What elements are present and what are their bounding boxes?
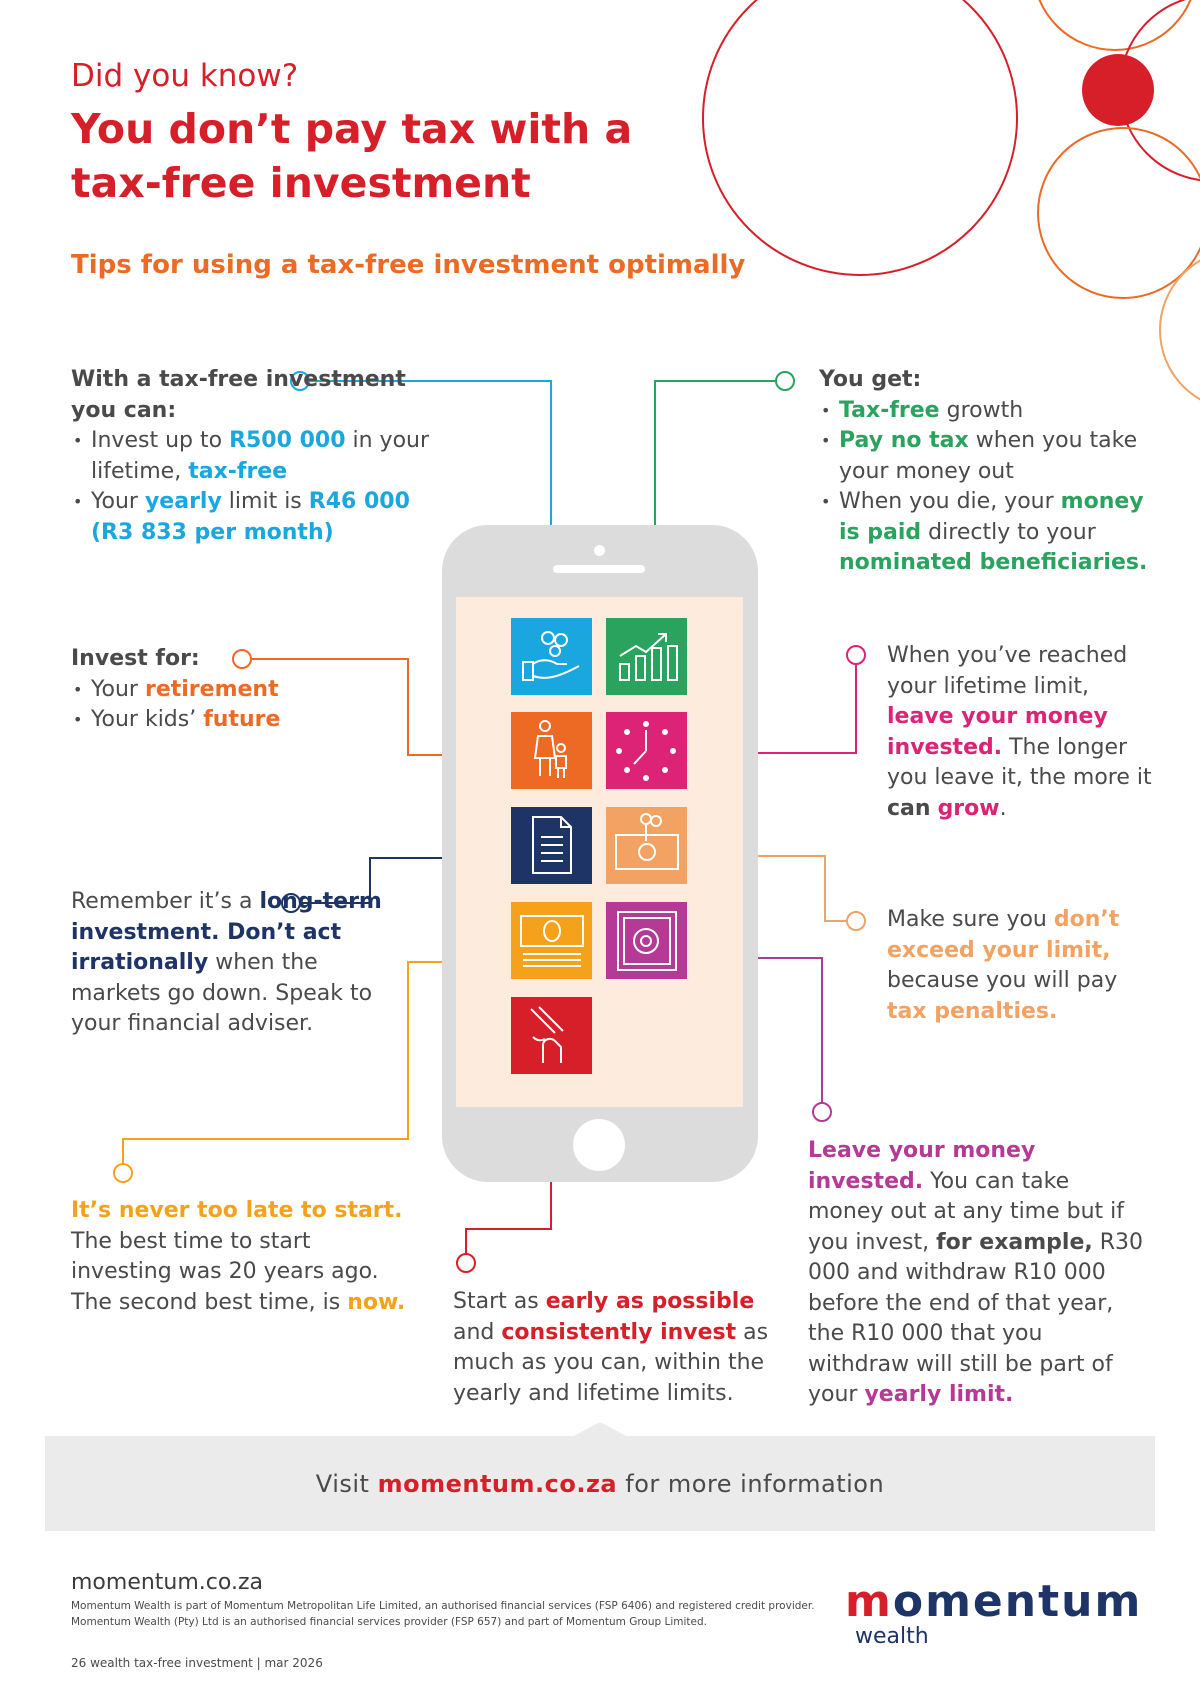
tip-never-too-late: It’s never too late to start. The best t… bbox=[71, 1198, 406, 1315]
tip-can-bullet-2: Your yearly limit is R46 000 (R3 833 per… bbox=[71, 487, 431, 548]
tip-can-heading: With a tax-free investment you can: bbox=[71, 367, 406, 423]
logo-wordmark: momentum bbox=[845, 1576, 1143, 1627]
tip-lifetime-limit: When you’ve reached your lifetime limit,… bbox=[887, 643, 1152, 821]
website-link[interactable]: momentum.co.za bbox=[377, 1470, 618, 1498]
tip-exceed-limit: Make sure you don’t exceed your limit, b… bbox=[887, 907, 1120, 1024]
connector-peach bbox=[758, 855, 846, 922]
decor-circle-right bbox=[1119, 0, 1200, 182]
legal-line-2: Momentum Wealth (Pty) Ltd is an authoris… bbox=[71, 1616, 708, 1628]
banner-notch bbox=[570, 1422, 630, 1438]
hand-coins-icon bbox=[511, 618, 592, 695]
phone-speaker bbox=[553, 565, 645, 573]
connector-purple bbox=[758, 957, 823, 1103]
info-banner bbox=[45, 1436, 1155, 1531]
cash-withdraw-icon bbox=[511, 997, 592, 1074]
legal-line-1: Momentum Wealth is part of Momentum Metr… bbox=[71, 1600, 815, 1612]
connector-amber bbox=[122, 961, 442, 1164]
safe-icon bbox=[606, 902, 687, 979]
tip-you-get-bullet-1: Tax-free growth bbox=[819, 396, 1149, 427]
tip-invest-for-heading: Invest for: bbox=[71, 646, 200, 671]
decor-circle-edge bbox=[1159, 259, 1200, 401]
legal-text: Momentum Wealth is part of Momentum Metr… bbox=[71, 1598, 831, 1630]
document-icon bbox=[511, 807, 592, 884]
tip-can: With a tax-free investment you can: Inve… bbox=[71, 365, 431, 548]
tip-you-get-bullet-2: Pay no tax when you take your money out bbox=[819, 426, 1149, 487]
page-subtitle: Tips for using a tax-free investment opt… bbox=[71, 250, 746, 280]
tip-you-get-heading: You get: bbox=[819, 367, 922, 392]
parent-child-icon bbox=[511, 712, 592, 789]
phone-home-button bbox=[573, 1119, 625, 1171]
tip-start-early: Start as early as possible and consisten… bbox=[453, 1289, 769, 1406]
connector-magenta bbox=[758, 664, 857, 754]
decor-circle-mid bbox=[1037, 127, 1200, 299]
info-banner-text: Visit momentum.co.za for more informatio… bbox=[315, 1470, 885, 1498]
connector-orange bbox=[252, 658, 442, 756]
tip-invest-for-bullet-1: Your retirement bbox=[71, 675, 371, 706]
tip-leave-invested: Leave your money invested. You can take … bbox=[808, 1138, 1144, 1407]
clock-icon bbox=[606, 712, 687, 789]
footer-website: momentum.co.za bbox=[71, 1570, 263, 1595]
tip-you-get-bullet-3: When you die, your money is paid directl… bbox=[819, 487, 1149, 579]
tip-long-term: Remember it’s a long-term investment. Do… bbox=[71, 889, 382, 1036]
phone-screen bbox=[456, 597, 743, 1107]
growth-chart-icon bbox=[606, 618, 687, 695]
connector-navy bbox=[301, 857, 442, 904]
phone-camera bbox=[594, 545, 605, 556]
decor-circle-large bbox=[702, 0, 1018, 276]
banknotes-icon bbox=[511, 902, 592, 979]
tip-invest-for: Invest for: Your retirement Your kids’ f… bbox=[71, 644, 371, 736]
money-growth-icon bbox=[606, 807, 687, 884]
momentum-logo: momentum wealth bbox=[845, 1580, 1142, 1650]
decor-circle-filled bbox=[1082, 54, 1154, 126]
connector-blue bbox=[310, 380, 552, 525]
decor-circle-top bbox=[1038, 0, 1192, 51]
tip-can-bullet-1: Invest up to R500 000 in your lifetime, … bbox=[71, 426, 431, 487]
tip-you-get: You get: Tax-free growth Pay no tax when… bbox=[819, 365, 1149, 579]
tip-invest-for-bullet-2: Your kids’ future bbox=[71, 705, 371, 736]
kicker: Did you know? bbox=[71, 58, 299, 94]
connector-green bbox=[654, 380, 775, 525]
page-title: You don’t pay tax with a tax-free invest… bbox=[71, 105, 633, 207]
connector-red bbox=[465, 1182, 552, 1254]
issue-line: 26 wealth tax-free investment | mar 2026 bbox=[71, 1656, 323, 1670]
logo-subtitle: wealth bbox=[855, 1624, 929, 1649]
